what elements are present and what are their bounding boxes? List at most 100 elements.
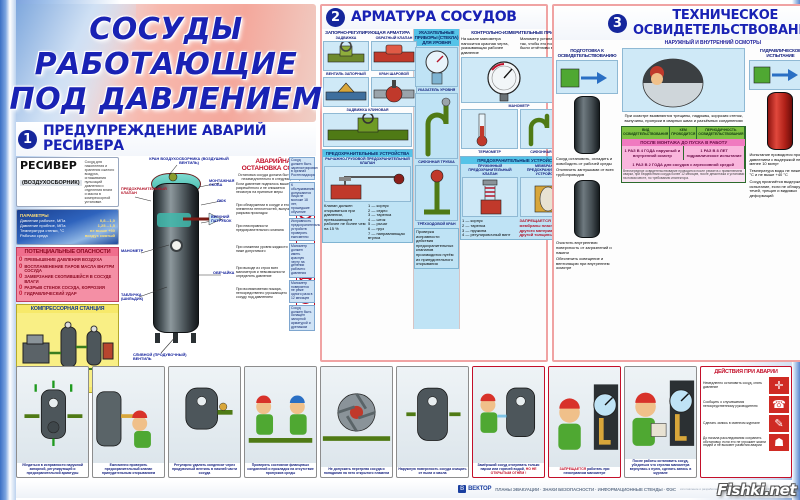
vessel-arrows-icon xyxy=(24,380,83,446)
telephone-icon: ☎ xyxy=(769,396,789,413)
shutoff-valves-header: ЗАПОРНО-РЕГУЛИРУЮЩАЯ АРМАТУРА xyxy=(325,30,410,35)
emergency-stop-text: При обнаружении в сосуде и его элементах… xyxy=(236,203,294,215)
emergency-action-item: До начала расследования сохранить обстан… xyxy=(703,434,789,451)
bottom-card: Не допускать перегрева сосуда и попадани… xyxy=(320,366,393,478)
hydro-test-header: ГИДРАВЛИЧЕСКОЕ ИСПЫТАНИЕ xyxy=(759,48,800,58)
lever-weight-safety-valve-icon xyxy=(324,166,411,202)
vessel-pressurized-icon xyxy=(767,92,794,150)
spring-valve-caption: ПРУЖИННЫЙ ПРЕДОХРАНИТЕЛЬНЫЙ КЛАПАН xyxy=(468,164,512,177)
membrane-warning: ЗАПРЕЩАЕТСЯ заменять мембраны пластинами… xyxy=(519,218,572,238)
shutoff-valves-group: ЗАПОРНО-РЕГУЛИРУЮЩАЯ АРМАТУРА ЗАДВИЖКА О… xyxy=(322,29,417,329)
emergency-stop-title-1: АВАРИЙНАЯ xyxy=(255,158,296,165)
steam-thawing-icon xyxy=(480,387,536,438)
safety-devices-2-header: ПРЕДОХРАНИТЕЛЬНЫЕ УСТРОЙСТВА xyxy=(461,157,577,165)
receiver-subname: (ВОЗДУХОСБОРНИК) xyxy=(20,180,82,186)
hazards-header: ПОТЕНЦИАЛЬНЫЕ ОПАСНОСТИ xyxy=(17,248,118,256)
card-illustration xyxy=(473,367,544,464)
schedule-col-header: ПЕРИОДИЧНОСТЬ ОСВИДЕТЕЛЬСТВОВАНИЯ xyxy=(697,127,746,139)
column-section-2: 2 АРМАТУРА СОСУДОВ ЗАПОРНО-РЕГУЛИРУЮЩАЯ … xyxy=(320,4,578,362)
card-warning-text: ЗАПРЕЩАЕТСЯ xyxy=(559,467,587,472)
inspection-column: При осмотре выявляются трещины, надрывы,… xyxy=(621,47,747,272)
level-note-text: Проверка исправности действия предохрани… xyxy=(416,229,454,267)
schedule-col-header: КЕМ ПРОВОДИТСЯ xyxy=(670,127,698,139)
spring-safety-valve-icon xyxy=(462,177,518,218)
card-caption-text: работать при неисправном манометре xyxy=(563,467,610,476)
schedule-cell: 1 РАЗ В 2 ГОДА для сосудов с агрессивной… xyxy=(622,159,746,169)
bottom-card: После работы остановить сосуд, убедиться… xyxy=(624,366,697,478)
param-label: Давление пробное, МПа xyxy=(20,223,66,228)
bottom-card-warning: ЗАПРЕЩАЕТСЯ работать при неисправном ман… xyxy=(548,366,621,478)
card-caption: После работы остановить сосуд, убедиться… xyxy=(629,459,692,476)
valve-caption: ОБРАТНЫЙ КЛАПАН xyxy=(375,36,413,40)
receiver-name-panel: РЕСИВЕР (ВОЗДУХОСБОРНИК) Сосуд для накоп… xyxy=(16,157,119,207)
person-alert-icon: ☗ xyxy=(769,434,789,451)
inspection-schedule-table: ВИД ОСВИДЕТЕЛЬСТВОВАНИЯ КЕМ ПРОВОДИТСЯ П… xyxy=(621,126,747,183)
instrument-caption: ТЕРМОМЕТР xyxy=(478,150,501,155)
legend-item: 3 — пружина xyxy=(462,227,487,233)
footer-fineprint: изготовление и разработка по индивидуаль… xyxy=(679,487,788,491)
bottom-card-warning: Замёрзший сосуд отогревать только паром … xyxy=(472,366,545,478)
card-illustration xyxy=(17,367,88,464)
brand-mark-icon: В xyxy=(458,485,467,493)
gate-valve-icon xyxy=(323,40,369,71)
section-1-body: РЕСИВЕР (ВОЗДУХОСБОРНИК) Сосуд для накоп… xyxy=(16,157,323,393)
hazard-text: ПРЕВЫШЕНИЕ ДАВЛЕНИЯ ВОЗДУХА xyxy=(24,257,103,262)
section-3-title-line-1: ТЕХНИЧЕСКОЕ xyxy=(672,8,779,23)
vessel-callout-lines xyxy=(134,164,224,354)
card-caption: Регулярно удалять конденсат через продув… xyxy=(171,463,238,476)
card-illustration xyxy=(93,367,164,464)
side-rules-column: Сосуд должен быть зарегистрирован в орга… xyxy=(289,157,323,333)
schedule-row: 1 РАЗ В 4 ГОДА наружный и внутренний осм… xyxy=(622,145,746,160)
receiver-illustration: КРАН ВОЗДУХОСБОРНИКА (ВОЗДУШНЫЙ ВЕНТИЛЬ)… xyxy=(121,157,234,393)
emergency-stop-text: При выходе из строя всех манометров и не… xyxy=(236,266,285,278)
card-caption: ЗАПРЕЩАЕТСЯ работать при неисправном ман… xyxy=(549,467,620,477)
valve-caption: ЗАДВИЖКА xyxy=(335,36,357,40)
param-label: Рабочая среда xyxy=(20,233,48,238)
pipe-fan-icon xyxy=(322,392,391,441)
title-line-3: ПОД ДАВЛЕНИЕМ xyxy=(9,81,323,117)
inspection-note: При осмотре выявляются трещины, надрывы,… xyxy=(624,113,743,123)
watermark: Fishki.net xyxy=(717,481,796,499)
safety-devices-note: Клапан должен открываться при давлении, … xyxy=(324,203,366,231)
level-note-panel: Проверка исправности действия предохрани… xyxy=(414,228,459,269)
valve-caption: КРАН ШАРОВОЙ xyxy=(379,72,409,76)
left-edge-band xyxy=(0,0,16,500)
safety-devices-lever-group: ПРЕДОХРАНИТЕЛЬНЫЕ УСТРОЙСТВА РЫЧАЖНО-ГРУ… xyxy=(322,149,413,243)
card-illustration xyxy=(549,367,620,468)
card-caption-text: Замёрзший сосуд отогревать только паром … xyxy=(477,463,540,472)
worker-valve-check-icon xyxy=(96,391,151,448)
stop-valve-icon xyxy=(323,77,369,107)
emergency-action-text: Сделать запись в сменном журнале xyxy=(703,420,760,425)
bottom-card: Ежесменно проверять предохранительный кл… xyxy=(92,366,165,478)
schedule-footnote: Внеочередное освидетельствование проводи… xyxy=(622,168,746,182)
valve-caption: ЗАДВИЖКА КЛИНОВАЯ xyxy=(346,108,389,112)
preparation-header: ПОДГОТОВКА К ОСВИДЕТЕЛЬСТВОВАНИЮ xyxy=(557,48,617,58)
vessel-legs xyxy=(155,333,197,343)
membrane-device-caption: МЕМБРАННОЕ ПРЕДОХРАНИТЕЛЬНОЕ УСТРОЙСТВО xyxy=(526,164,570,177)
footer-text: ПЛАНЫ ЭВАКУАЦИИ · ЗНАКИ БЕЗОПАСНОСТИ · И… xyxy=(495,486,676,492)
schedule-row: 1 РАЗ В 2 ГОДА для сосудов с агрессивной… xyxy=(622,159,746,169)
card-caption: Ежесменно проверять предохранительный кл… xyxy=(101,463,156,476)
side-rule-item: Манометр должен иметь красную черту на д… xyxy=(289,243,315,278)
side-rule-item: Исправность предохранительных устройств … xyxy=(289,218,323,242)
emergency-actions-header: ДЕЙСТВИЯ ПРИ АВАРИИ xyxy=(714,369,778,375)
side-rule-item: Манометр поверяется не реже одного раза … xyxy=(289,279,315,303)
title-line-2: РАБОТАЮЩИЕ xyxy=(34,46,298,82)
emergency-action-text: Сообщить о случившемся непосредственному… xyxy=(703,399,758,408)
valve-shutoff-icon: ✛ xyxy=(769,377,789,394)
callout-manhole: ЛЮК xyxy=(217,199,226,203)
card-caption: Не допускать перегрева сосуда и попадани… xyxy=(323,467,390,476)
param-value: 0,8…1,0 xyxy=(99,218,115,223)
legend-item: 3 — тарелка xyxy=(368,212,392,218)
hydro-test-note: Температура воды не ниже +5 °С и не выше… xyxy=(749,167,800,178)
measuring-instruments-header: КОНТРОЛЬНО-ИЗМЕРИТЕЛЬНЫЕ ПРИБОРЫ xyxy=(471,30,567,35)
section-3-subtitle: НАРУЖНЫЙ И ВНУТРЕННИЙ ОСМОТРЫ xyxy=(664,40,761,46)
vessel-small-icon xyxy=(574,96,600,154)
thermometer-icon xyxy=(461,109,518,150)
emergency-action-text: Немедленно остановить сосуд, снять давле… xyxy=(703,380,763,389)
preparation-column: ПОДГОТОВКА К ОСВИДЕТЕЛЬСТВОВАНИЮ Сосуд о… xyxy=(555,47,619,272)
